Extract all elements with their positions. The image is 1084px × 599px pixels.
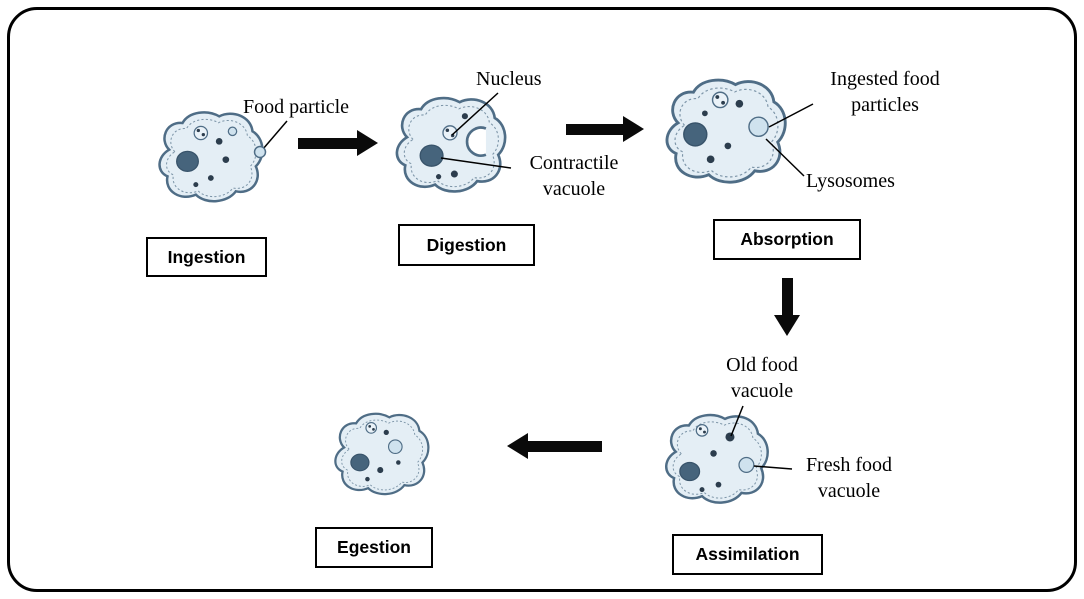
food-cup-shape <box>465 126 487 157</box>
amoeba-absorption-illustration <box>665 78 787 184</box>
fresh-food-vacuole-label: Fresh food vacuole <box>805 454 893 503</box>
nucleus-shape <box>176 150 199 172</box>
amoeba-egestion-illustration <box>334 412 430 496</box>
amoeba-assimilation-illustration <box>664 413 769 504</box>
ingested-food-vacuole-shape <box>748 116 769 138</box>
stage-label-ingestion: Ingestion <box>146 237 267 277</box>
nucleus-target-shape <box>442 125 458 141</box>
fresh-food-vacuole-shape <box>738 456 755 473</box>
arrow-head <box>507 433 528 459</box>
ingested-food-particles-label: Ingested food particles <box>830 68 940 117</box>
arrow-head <box>774 315 800 336</box>
diagram-border <box>7 7 1077 592</box>
stage-label-digestion: Digestion <box>398 224 535 266</box>
arrow-assimilation-to-egestion <box>507 432 602 460</box>
amoeba-digestion-illustration <box>395 96 507 193</box>
lysosomes-label: Lysosomes <box>806 170 895 192</box>
contractile-vacuole-label: Contractile vacuole <box>529 152 619 201</box>
stage-label-egestion: Egestion <box>315 527 433 568</box>
arrow-digestion-to-absorption <box>566 115 644 143</box>
old-food-vacuole-shape <box>725 432 735 442</box>
stage-label-assimilation: Assimilation <box>672 534 823 575</box>
nucleus-label: Nucleus <box>476 68 542 90</box>
arrow-ingestion-to-digestion <box>298 129 378 157</box>
food-particle-label: Food particle <box>242 96 350 118</box>
amoeba-ingestion-illustration <box>158 111 264 203</box>
arrow-head <box>623 116 644 142</box>
contractile-vacuole-shape <box>419 144 444 167</box>
old-food-vacuole-label: Old food vacuole <box>726 354 798 403</box>
arrow-head <box>357 130 378 156</box>
stage-label-absorption: Absorption <box>713 219 861 260</box>
arrow-absorption-to-assimilation <box>773 278 801 336</box>
